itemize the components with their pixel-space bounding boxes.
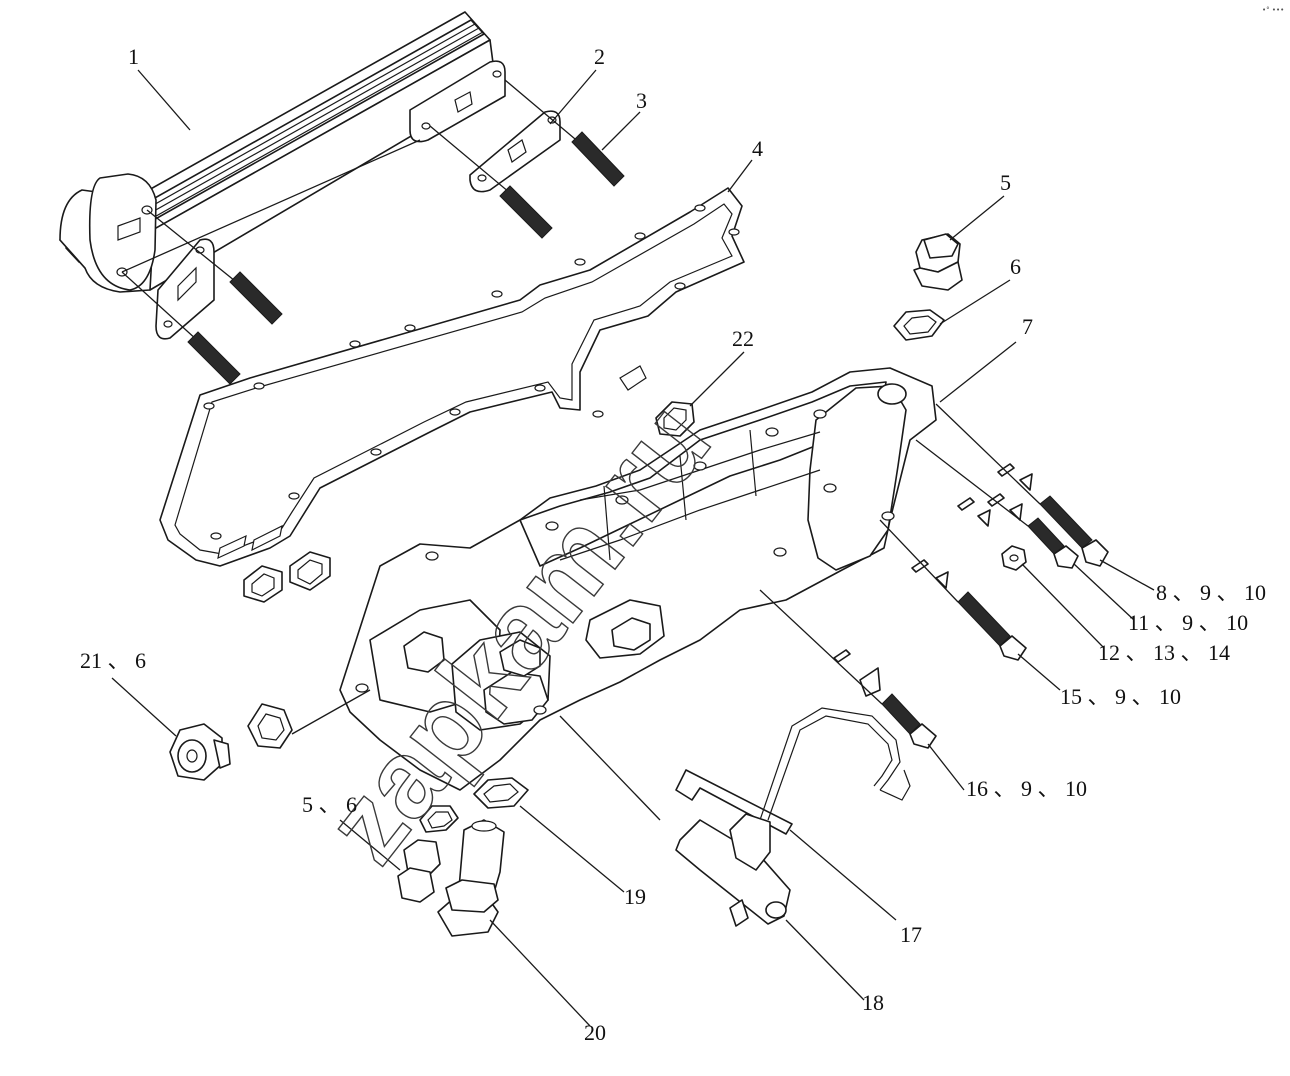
callout-5-6: 5 、 6 bbox=[302, 792, 357, 817]
callout-16-9-10: 16 、 9 、 10 bbox=[966, 776, 1087, 801]
callout-19: 19 bbox=[624, 884, 646, 909]
washer-upper bbox=[893, 309, 945, 341]
callout-5: 5 bbox=[1000, 170, 1011, 195]
union-fitting-20 bbox=[437, 819, 505, 937]
corner-mark: •° ••• bbox=[1262, 6, 1284, 14]
oil-pressure-sensor bbox=[675, 813, 791, 927]
washer-lower-left bbox=[419, 805, 459, 833]
callout-20: 20 bbox=[584, 1020, 606, 1045]
callout-7: 7 bbox=[1022, 314, 1033, 339]
callout-12-13-14: 12 、 13 、 14 bbox=[1098, 640, 1230, 665]
callout-15-9-10: 15 、 9 、 10 bbox=[1060, 684, 1181, 709]
cooler-gasket-upper bbox=[409, 60, 506, 143]
nut-12 bbox=[1001, 545, 1027, 571]
washer-21 bbox=[247, 703, 293, 749]
stud-upper-right bbox=[571, 131, 625, 187]
leader-lines bbox=[111, 69, 1155, 1027]
spring-washers bbox=[833, 463, 1015, 663]
gasket-22 bbox=[655, 401, 695, 437]
stud-lower-left bbox=[187, 331, 241, 385]
bolt-11 bbox=[1027, 517, 1079, 569]
callout-3: 3 bbox=[636, 88, 647, 113]
plug-lower bbox=[397, 839, 441, 903]
bolt-16 bbox=[881, 693, 937, 749]
oil-pipe-bracket bbox=[675, 707, 911, 835]
callout-21-6: 21 、 6 bbox=[80, 648, 146, 673]
callout-1: 1 bbox=[128, 44, 139, 69]
bolt-15 bbox=[957, 591, 1027, 661]
stud-upper-left bbox=[499, 185, 553, 239]
bolt-guide-lines bbox=[759, 403, 1041, 705]
plug-21 bbox=[169, 723, 231, 781]
cooler-gasket-middle bbox=[469, 110, 561, 193]
callout-18: 18 bbox=[862, 990, 884, 1015]
stud-lower-right bbox=[229, 271, 283, 325]
cover-gasket bbox=[159, 187, 745, 567]
oil-cooler-core bbox=[59, 11, 497, 293]
callout-labels: 1 2 3 4 5 6 7 22 8 、 9 、 10 11 、 9 、 10 … bbox=[80, 44, 1266, 1045]
callout-8-9-10: 8 、 9 、 10 bbox=[1156, 580, 1266, 605]
callout-17: 17 bbox=[900, 922, 922, 947]
cooler-cover-housing bbox=[339, 367, 937, 791]
callout-22: 22 bbox=[732, 326, 754, 351]
port-gasket-right bbox=[289, 551, 331, 591]
port-gasket-left bbox=[243, 565, 283, 603]
callout-11-9-10: 11 、 9 、 10 bbox=[1128, 610, 1248, 635]
washer-19 bbox=[473, 777, 529, 809]
plug-upper bbox=[913, 233, 963, 291]
callout-4: 4 bbox=[752, 136, 763, 161]
callout-2: 2 bbox=[594, 44, 605, 69]
cooler-gasket-lower bbox=[155, 238, 215, 340]
callout-6: 6 bbox=[1010, 254, 1021, 279]
bolt-8 bbox=[1039, 495, 1109, 567]
